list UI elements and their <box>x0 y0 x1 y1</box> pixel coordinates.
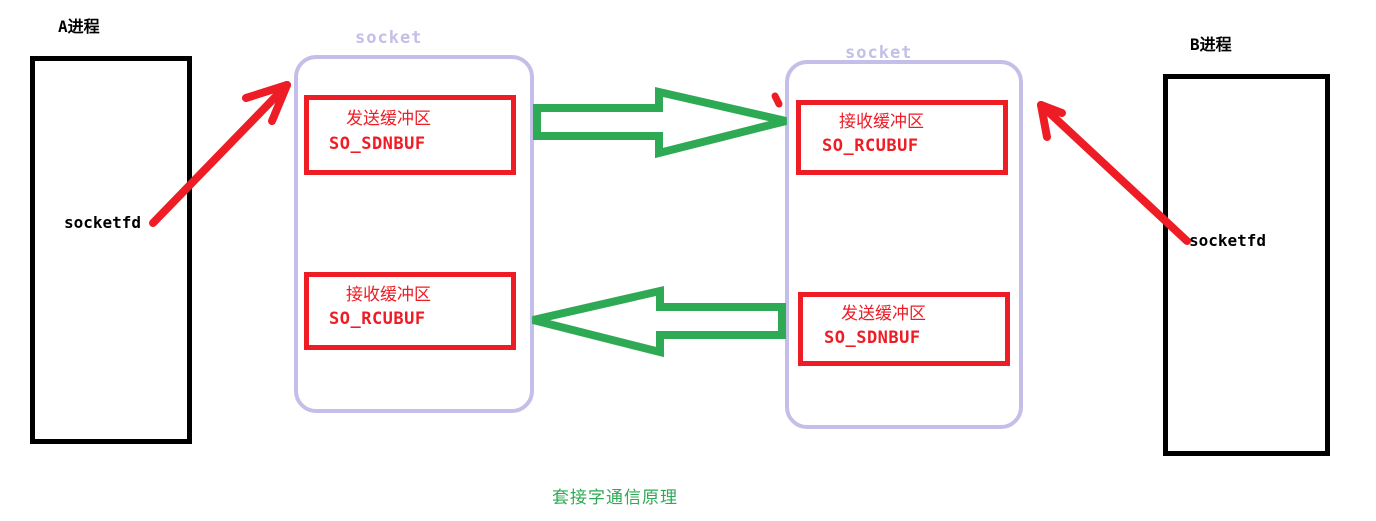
process-a-box <box>30 56 192 444</box>
send-buffer-right-en: SO_SDNBUF <box>824 328 921 348</box>
socket-left-box <box>294 55 534 413</box>
recv-buffer-left-cn: 接收缓冲区 <box>346 285 431 305</box>
process-b-label: B进程 <box>1190 35 1232 54</box>
send-buffer-right-cn: 发送缓冲区 <box>841 304 926 324</box>
socket-right-box <box>785 60 1023 429</box>
diagram-caption: 套接字通信原理 <box>552 488 678 508</box>
send-buffer-left-box <box>304 95 516 175</box>
recv-buffer-left-box <box>304 272 516 350</box>
send-buffer-right-box <box>798 292 1010 366</box>
process-a-label: A进程 <box>58 17 100 36</box>
process-b-box <box>1163 74 1330 456</box>
flow-left-to-right-icon <box>533 86 787 159</box>
recv-buffer-right-en: SO_RCUBUF <box>822 136 919 156</box>
send-buffer-left-cn: 发送缓冲区 <box>346 109 431 129</box>
flow-right-to-left-icon <box>532 285 786 358</box>
recv-buffer-right-cn: 接收缓冲区 <box>839 112 924 132</box>
socket-left-label: socket <box>355 28 423 48</box>
recv-buffer-right-box <box>796 100 1008 175</box>
recv-buffer-left-en: SO_RCUBUF <box>329 309 426 329</box>
socket-right-label: socket <box>845 43 913 63</box>
process-b-fd-label: socketfd <box>1189 231 1267 250</box>
send-buffer-left-en: SO_SDNBUF <box>329 134 426 154</box>
process-a-fd-label: socketfd <box>64 213 142 232</box>
